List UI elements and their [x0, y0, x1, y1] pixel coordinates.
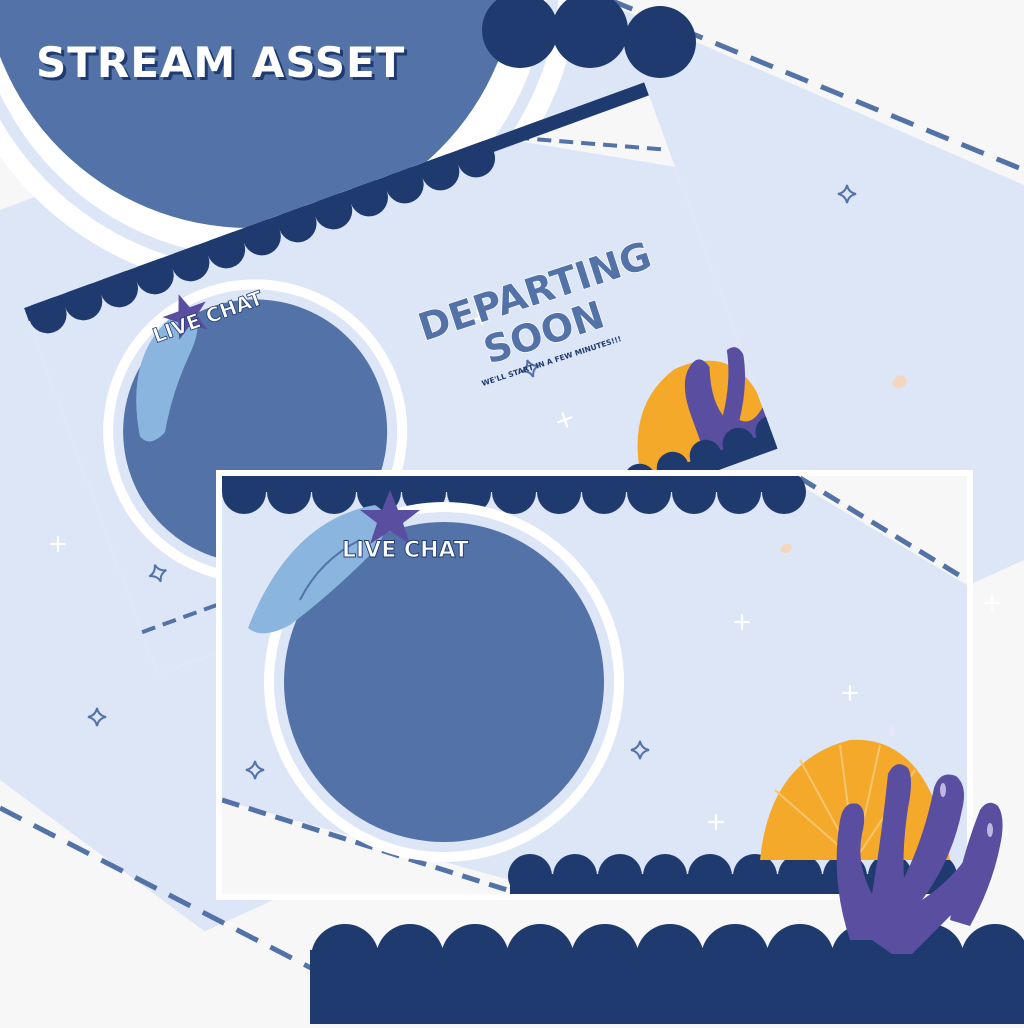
front-live-chat-badge: LIVE CHAT — [342, 538, 469, 563]
departing-soon-panel: LIVE CHAT DEPARTING SOON WE'LL START IN … — [24, 82, 778, 675]
plus-sparkle-icon — [983, 594, 1001, 612]
scallops-top — [482, 0, 696, 78]
pebble-icon — [892, 375, 907, 389]
scallops-bottom — [310, 924, 1024, 1024]
page-title: STREAM ASSET — [36, 38, 406, 87]
shell-decor — [248, 490, 420, 634]
coral-decor — [760, 723, 1003, 954]
